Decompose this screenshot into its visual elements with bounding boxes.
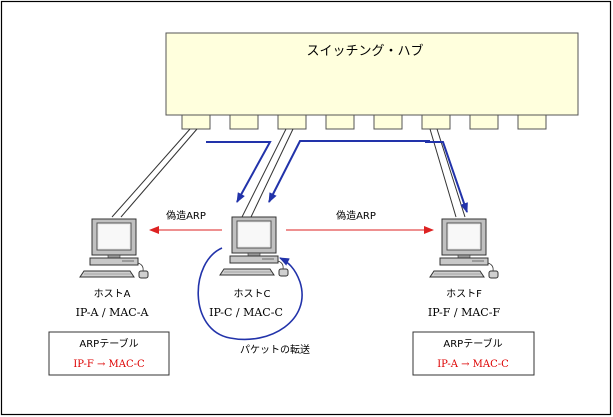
forward-arrow-a-to-c [206, 141, 272, 203]
arp-table-host-a: ARPテーブル IP-F → MAC-C [48, 331, 170, 376]
forward-arrow-to-f [425, 141, 468, 213]
cable-host-a [120, 128, 198, 218]
host-name: ホストA [94, 288, 131, 300]
hub-port [277, 114, 307, 130]
hub-port [469, 114, 499, 130]
forward-loop-arrow [197, 247, 303, 341]
arp-table-box [48, 331, 170, 376]
host-address: IP-F / MAC-F [428, 306, 501, 319]
host-address: IP-C / MAC-C [209, 306, 283, 319]
cable-host-c [250, 128, 294, 218]
arp-table-title: ARPテーブル [443, 337, 502, 350]
host-name: ホストF [446, 288, 482, 300]
host-a: ホストA IP-A / MAC-A [76, 218, 150, 319]
hub-port [421, 114, 451, 130]
hub-ports [181, 114, 547, 130]
arp-table-entry: IP-F → MAC-C [73, 359, 145, 370]
hub-port [229, 114, 259, 130]
arp-table-entry: IP-A → MAC-C [437, 359, 509, 370]
packet-forward-label: パケットの転送 [240, 343, 310, 356]
hub-title: スイッチング・ハブ [306, 43, 423, 59]
hub-port [517, 114, 547, 130]
hub-port [373, 114, 403, 130]
host-name: ホストC [234, 288, 271, 300]
switching-hub: スイッチング・ハブ [165, 32, 579, 130]
fake-arp-label-left: 偽造ARP [166, 209, 206, 222]
forward-path-arrows [206, 140, 468, 213]
forward-arrow-to-c [268, 140, 430, 203]
hub-port [325, 114, 355, 130]
arp-table-box [412, 331, 535, 376]
arp-table-host-f: ARPテーブル IP-A → MAC-C [412, 331, 535, 376]
hub-port [181, 114, 211, 130]
cable-host-a [111, 128, 191, 218]
host-address: IP-A / MAC-A [76, 306, 150, 319]
packet-forward-loop: パケットの転送 [197, 247, 310, 356]
arp-table-title: ARPテーブル [79, 337, 138, 350]
host-c: ホストC IP-C / MAC-C [209, 216, 289, 319]
hub-box [165, 32, 579, 116]
network-cables [111, 128, 466, 218]
cable-host-c [241, 128, 287, 218]
fake-arp-arrows: 偽造ARP 偽造ARP [149, 209, 434, 234]
fake-arp-label-right: 偽造ARP [336, 209, 376, 222]
cable-host-f [429, 128, 457, 218]
host-f: ホストF IP-F / MAC-F [428, 218, 501, 319]
